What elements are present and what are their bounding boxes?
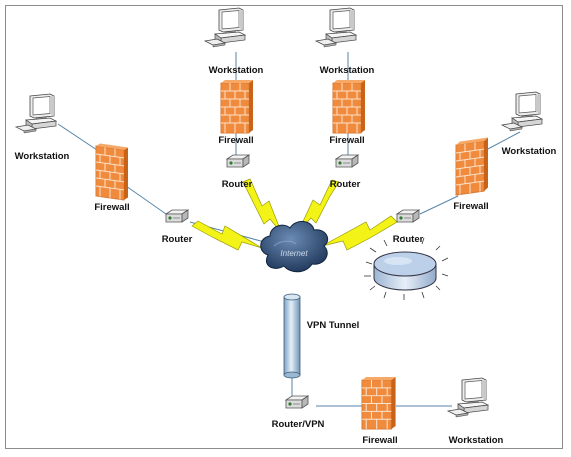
label-workstation-top-right: Workstation [319,65,375,76]
router-icon [285,395,309,409]
link-ws-right-to-fw [485,131,521,151]
firewall-icon [455,136,489,196]
connection-lines [57,52,521,407]
label-workstation-left: Workstation [14,151,70,162]
workstation-icon [315,7,357,48]
internet-label: Internet [280,249,308,258]
label-firewall-left: Firewall [94,202,130,213]
label-workstation-top-left: Workstation [208,65,264,76]
label-firewall-top-right: Firewall [329,135,365,146]
router-icon [335,154,359,168]
router-icon [165,209,189,223]
firewall-icon [95,142,129,202]
label-router-right: Router [392,234,424,245]
label-router-top-right: Router [329,179,361,190]
link-fw-left-to-router [125,185,167,215]
workstation-icon [447,377,489,418]
label-router-top-left: Router [221,179,253,190]
label-firewall-bottom: Firewall [362,435,398,446]
firewall-icon [220,79,254,134]
firewall-icon [361,376,397,430]
storage-disk-icon [364,236,449,300]
label-firewall-right: Firewall [453,201,489,212]
router-icon [226,154,250,168]
label-vpn-tunnel: VPN Tunnel [306,320,360,331]
workstation-icon [501,91,543,132]
link-ws-left-to-fw [57,123,101,153]
label-router-left: Router [161,234,193,245]
lightning-link-icon [321,215,398,251]
link-fw-right-to-router [419,195,459,215]
vpn-tunnel-icon [283,293,301,379]
workstation-icon [15,93,57,134]
workstation-icon [204,7,246,48]
internet-cloud-icon: Internet [260,221,329,273]
label-workstation-bottom: Workstation [448,435,504,446]
lightning-link-icon [191,220,263,251]
label-router-vpn: Router/VPN [271,419,325,430]
label-firewall-top-left: Firewall [218,135,254,146]
firewall-icon [332,79,366,134]
router-icon [396,209,420,223]
label-workstation-right: Workstation [501,146,557,157]
